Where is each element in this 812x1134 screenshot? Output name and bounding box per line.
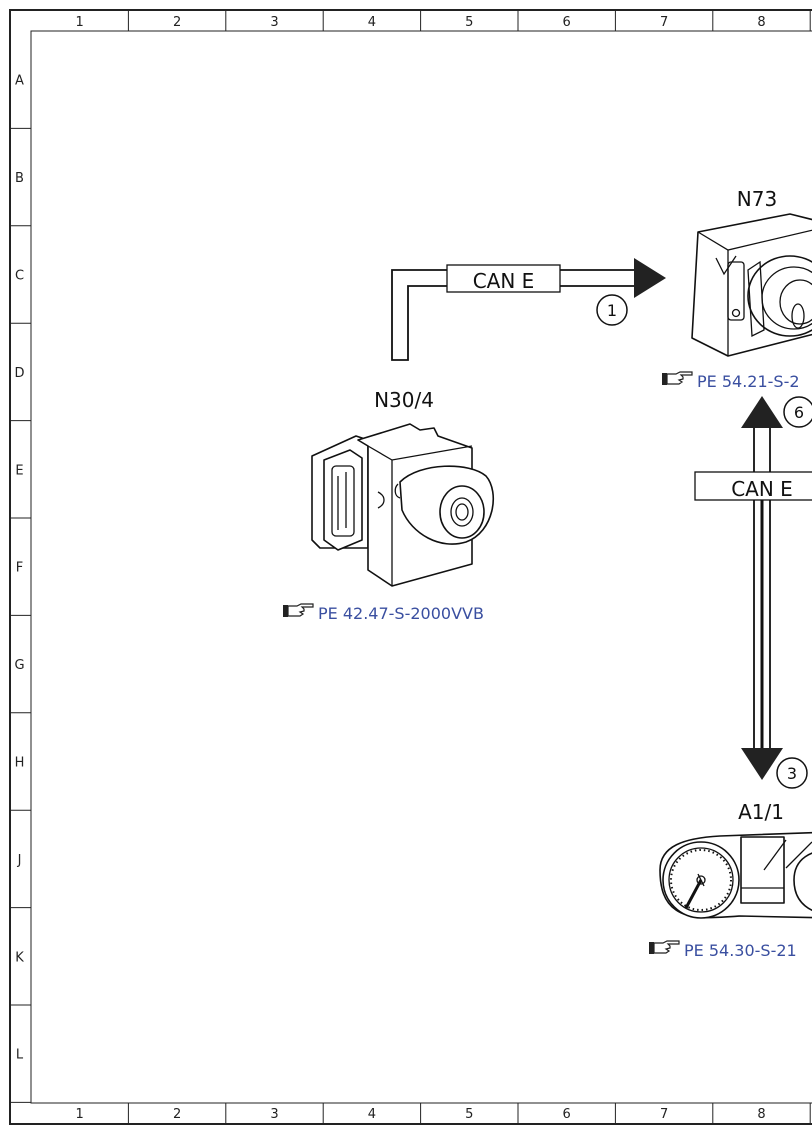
column-label: 2 (173, 1107, 181, 1122)
n30-4-reference[interactable]: PE 42.47-S-2000VVB (318, 604, 484, 623)
pointing-hand-icon (283, 603, 314, 617)
can-bus-top-label: CAN E (473, 269, 535, 293)
marker-1: 1 (607, 301, 617, 320)
a1-1-reference-link[interactable]: PE 54.30-S-21 (649, 940, 797, 960)
can-bus-vertical-arrow-down (741, 748, 783, 780)
column-label: 1 (76, 1107, 84, 1122)
column-label: 5 (465, 1107, 473, 1122)
row-label: C (15, 269, 24, 284)
row-label: D (14, 366, 24, 381)
can-bus-vertical-label: CAN E (731, 477, 793, 501)
row-label: B (15, 171, 24, 186)
row-ruler-left: A B C D E F G H J K L (10, 74, 31, 1103)
a1-1-label: A1/1 (738, 800, 784, 824)
can-bus-top: CAN E 1 (391, 258, 666, 361)
row-label: L (16, 1048, 24, 1063)
can-bus-vertical: CAN E 6 3 (694, 396, 812, 789)
row-label: G (14, 658, 24, 673)
marker-6: 6 (794, 403, 804, 422)
n73-reference-link[interactable]: PE 54.21-S-2 (662, 371, 800, 391)
column-label: 5 (465, 15, 473, 30)
n30-4-label: N30/4 (374, 388, 434, 412)
a1-1-reference[interactable]: PE 54.30-S-21 (684, 941, 797, 960)
column-label: 8 (757, 1107, 765, 1122)
row-label: K (15, 950, 24, 965)
marker-1-circle (596, 294, 628, 326)
inner-frame (30, 30, 812, 1104)
row-label: F (16, 561, 23, 576)
marker-3-circle (776, 757, 808, 789)
n73-reference[interactable]: PE 54.21-S-2 (697, 372, 800, 391)
can-bus-vertical-arrow-up (741, 396, 783, 428)
column-label: 6 (563, 15, 571, 30)
column-label: 7 (660, 15, 668, 30)
column-label: 3 (270, 15, 278, 30)
column-ruler-bottom: 1 2 3 4 5 6 7 8 (76, 1103, 811, 1124)
component-n30-4: N30/4 PE 42.47-S-2000VVB (283, 388, 494, 623)
column-label: 8 (757, 15, 765, 30)
pointing-hand-icon (649, 940, 680, 954)
marker-6-circle (783, 396, 812, 428)
esp-control-unit-icon (311, 423, 494, 587)
can-bus-vertical-label-box (694, 471, 812, 501)
column-label: 4 (368, 15, 376, 30)
outer-frame (9, 9, 812, 1125)
marker-3: 3 (787, 764, 797, 783)
column-label: 3 (270, 1107, 278, 1122)
column-label: 6 (563, 1107, 571, 1122)
row-label: H (15, 756, 25, 771)
row-label: A (15, 74, 24, 89)
column-label: 7 (660, 1107, 668, 1122)
row-label: E (15, 463, 23, 478)
column-label: 1 (76, 15, 84, 30)
column-label: 2 (173, 15, 181, 30)
pointing-hand-icon (662, 371, 693, 385)
column-ruler-top: 1 2 3 4 5 6 7 8 (76, 10, 811, 31)
n73-label: N73 (737, 187, 777, 211)
column-label: 4 (368, 1107, 376, 1122)
component-n73: N73 PE 54.21-S-2 (662, 187, 812, 391)
instrument-cluster-icon (659, 831, 812, 919)
can-bus-top-label-box (446, 264, 561, 293)
n30-4-reference-link[interactable]: PE 42.47-S-2000VVB (283, 603, 484, 623)
can-bus-top-arrow (634, 258, 666, 298)
row-label: J (17, 853, 22, 868)
component-a1-1: A1/1 PE 54.30-S-21 (649, 800, 812, 960)
ignition-switch-icon (691, 213, 812, 357)
